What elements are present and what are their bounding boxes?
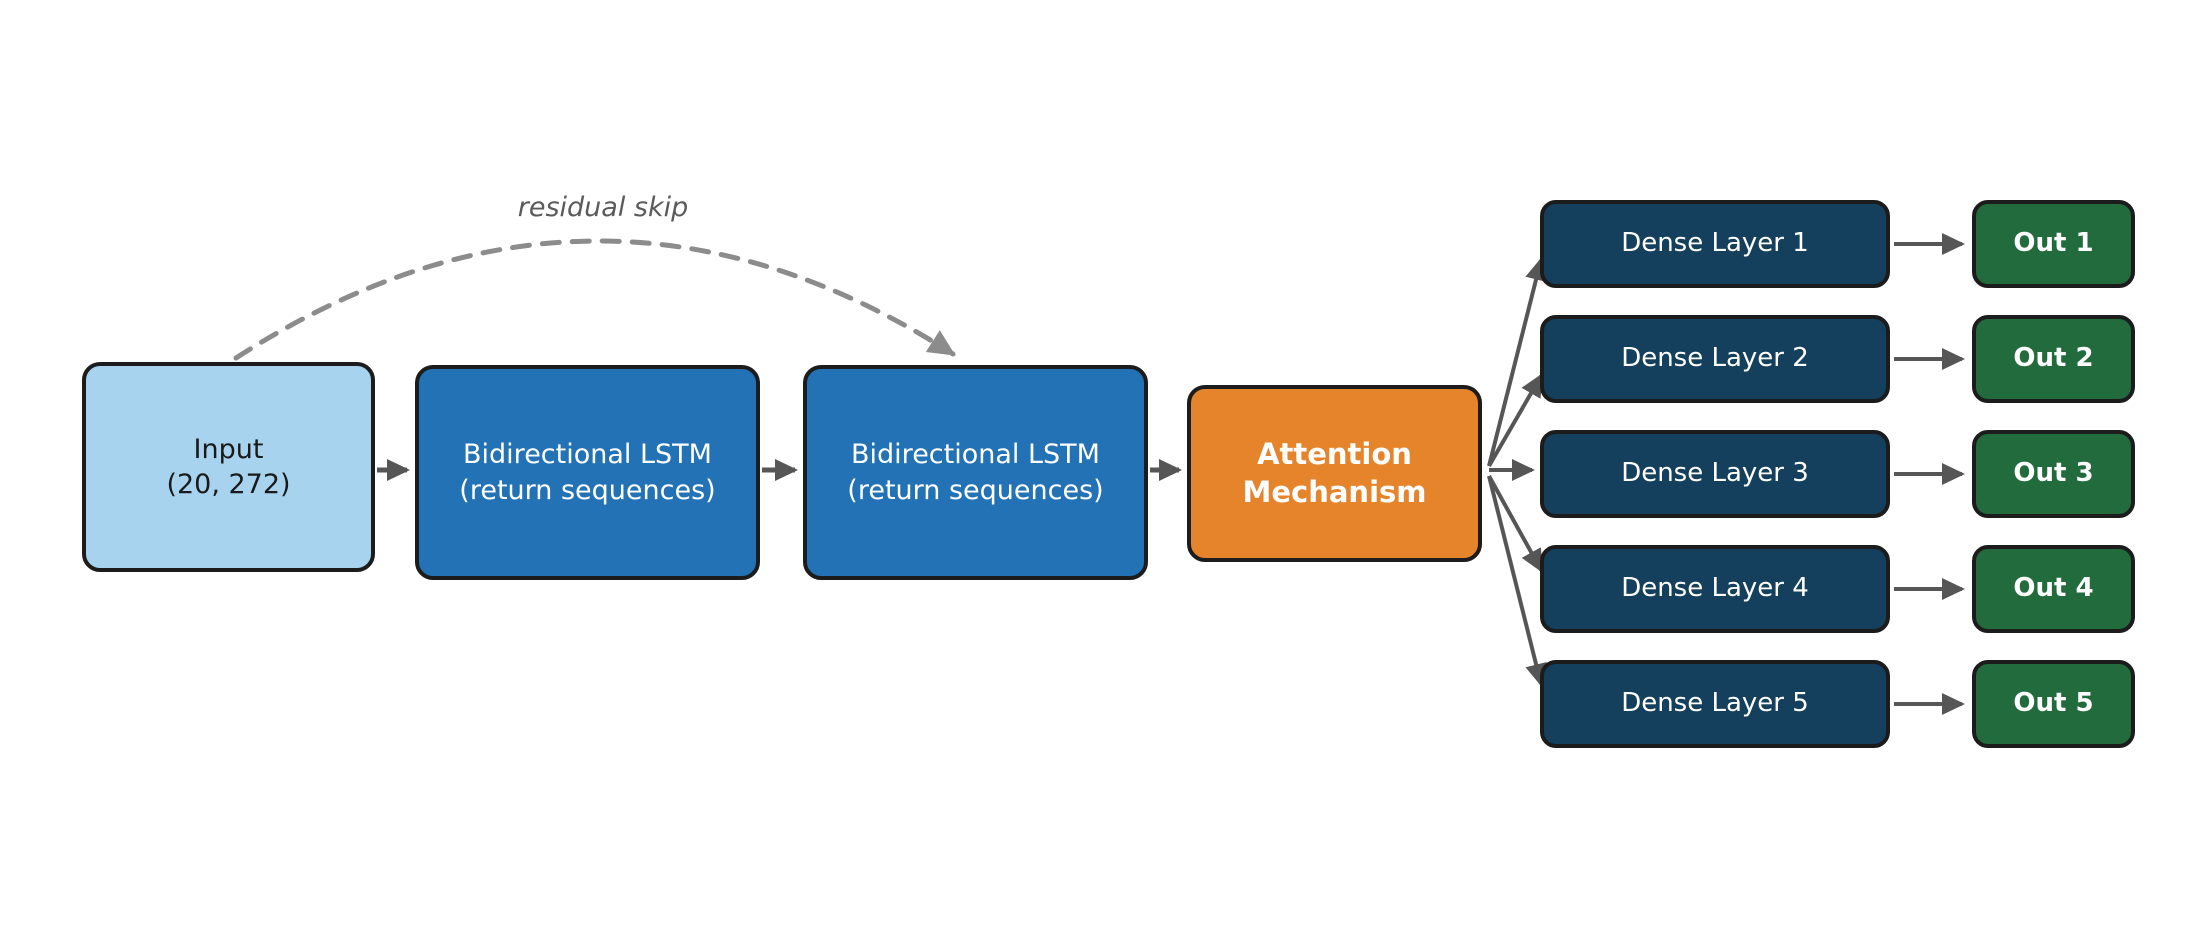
out-5-label: Out 5 (2013, 688, 2094, 719)
dense-layer-2-box: Dense Layer 2 (1540, 315, 1890, 403)
attention-label-line2: Mechanism (1242, 474, 1427, 509)
arrow-attention-to-dense-4 (1487, 475, 1543, 573)
arrow-attention-to-dense-1 (1487, 257, 1547, 467)
out-3-label: Out 3 (2013, 458, 2094, 489)
bilstm-2-label-line2: (return sequences) (847, 474, 1104, 506)
residual-skip-arrow (233, 238, 956, 361)
dense-layer-3-label: Dense Layer 3 (1621, 458, 1809, 489)
arrow-attention-to-dense-5 (1487, 475, 1547, 687)
dense-layer-5-label: Dense Layer 5 (1621, 688, 1809, 719)
out-1-box: Out 1 (1972, 200, 2135, 288)
input-label-line2: (20, 272) (166, 469, 291, 500)
bilstm-1-label-line2: (return sequences) (459, 474, 716, 506)
bilstm-2-box: Bidirectional LSTM (return sequences) (803, 365, 1148, 580)
input-label-line1: Input (193, 433, 264, 465)
arrow-attention-to-dense-2 (1487, 373, 1543, 468)
dense-layer-1-label: Dense Layer 1 (1621, 228, 1809, 259)
attention-label-line1: Attention (1257, 436, 1412, 471)
out-4-label: Out 4 (2013, 573, 2094, 604)
residual-skip-label: residual skip (517, 192, 689, 223)
dense-layer-4-box: Dense Layer 4 (1540, 545, 1890, 633)
out-3-box: Out 3 (1972, 430, 2135, 518)
out-1-label: Out 1 (2013, 228, 2094, 259)
out-5-box: Out 5 (1972, 660, 2135, 748)
dense-layer-4-label: Dense Layer 4 (1621, 573, 1809, 604)
dense-layer-5-box: Dense Layer 5 (1540, 660, 1890, 748)
dense-layer-1-box: Dense Layer 1 (1540, 200, 1890, 288)
bilstm-1-box: Bidirectional LSTM (return sequences) (415, 365, 760, 580)
bilstm-1-label-line1: Bidirectional LSTM (463, 439, 712, 471)
out-2-label: Out 2 (2013, 343, 2094, 374)
dense-layer-2-label: Dense Layer 2 (1621, 343, 1809, 374)
out-4-box: Out 4 (1972, 545, 2135, 633)
out-2-box: Out 2 (1972, 315, 2135, 403)
dense-layer-3-box: Dense Layer 3 (1540, 430, 1890, 518)
input-box: Input (20, 272) (82, 362, 375, 572)
bilstm-2-label-line1: Bidirectional LSTM (851, 439, 1100, 471)
attention-box: Attention Mechanism (1187, 385, 1482, 562)
